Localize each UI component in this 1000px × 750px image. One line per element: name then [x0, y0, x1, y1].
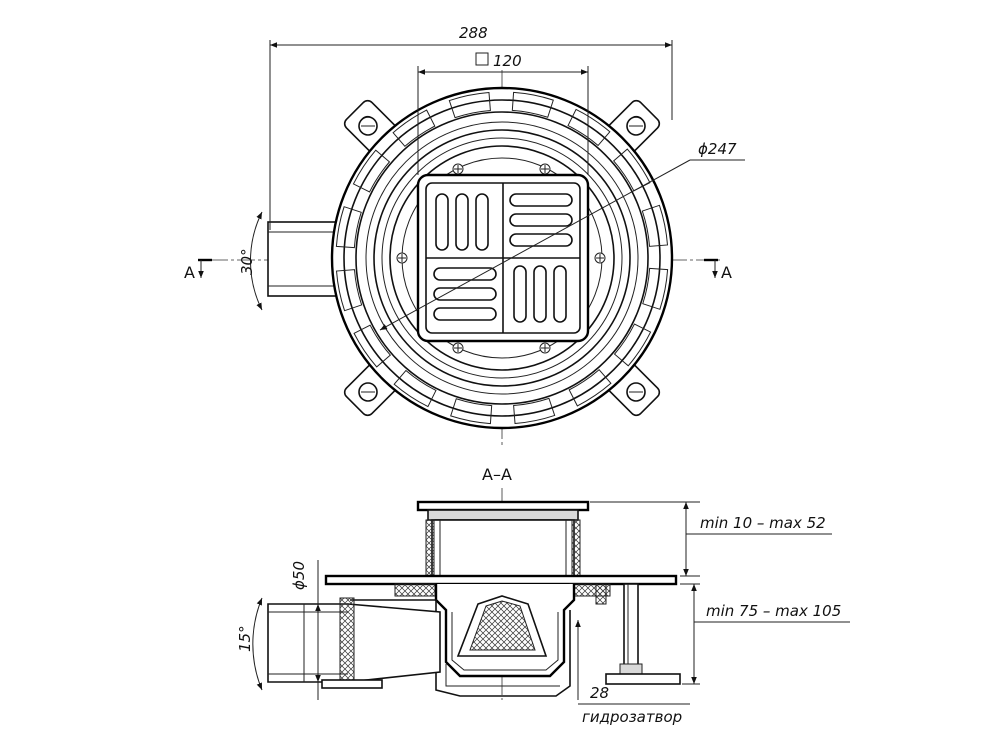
dim-body-height: min 75 – max 105: [680, 583, 850, 685]
dim-phi50-text: ϕ50: [290, 561, 308, 590]
extension-sleeve: [431, 519, 575, 581]
rib-segment: [335, 269, 363, 312]
section-view: min 10 – max 52 min 75 – max 105 ϕ50 15°…: [236, 488, 850, 726]
rib-segment: [393, 369, 437, 408]
dim-water-seal: 28 гидрозатвор: [575, 620, 690, 726]
dim-overall-width: 288: [269, 24, 673, 230]
dim-grate-height-text: min 10 – max 52: [700, 514, 826, 532]
rib-segment: [352, 149, 391, 193]
rib-segment: [642, 267, 669, 310]
dim-120-text: 120: [493, 52, 522, 70]
water-seal-label: гидрозатвор: [582, 708, 682, 726]
rib-segment: [568, 368, 612, 407]
rib-segment: [613, 323, 652, 367]
dim-outlet-diameter: ϕ50: [290, 560, 321, 700]
section-marks: A A: [184, 258, 732, 282]
rib-segment: [612, 148, 651, 192]
rib-segment: [448, 91, 491, 119]
flange-screws: [358, 116, 646, 402]
dim-diameter: ϕ247: [379, 140, 745, 331]
dim-outlet-slope: 15°: [236, 597, 263, 691]
dim-30-text: 30°: [238, 248, 256, 275]
outlet-pipe-section: [267, 597, 441, 689]
grate-section: [416, 500, 590, 512]
section-title: A–A: [482, 465, 512, 484]
grate: [416, 173, 590, 343]
dim-diameter-text: ϕ247: [698, 140, 737, 158]
rib-segment: [567, 108, 611, 147]
plan-view: 288 120 ϕ247 30° A A: [184, 24, 745, 445]
rib-segment: [335, 206, 362, 249]
dim-288-text: 288: [459, 24, 488, 42]
dim-grate-height: min 10 – max 52: [590, 501, 832, 577]
clamping-flange: [324, 574, 678, 586]
section-mark-right: A: [721, 263, 732, 282]
rib-segment: [450, 398, 493, 425]
rib-segment: [392, 109, 436, 148]
section-mark-left: A: [184, 263, 195, 282]
rib-segments: [335, 91, 669, 425]
outlet-pipe-plan: [267, 221, 339, 297]
dim-body-height-text: min 75 – max 105: [706, 602, 841, 620]
rib-segment: [511, 91, 554, 118]
left-foot: [321, 679, 383, 689]
leveling-leg: [595, 583, 681, 685]
dim-28-text: 28: [590, 684, 609, 702]
dim-15-text: 15°: [236, 625, 254, 652]
square-symbol-icon: [475, 52, 489, 66]
rib-segment: [641, 204, 669, 247]
dim-grate-size: 120: [417, 52, 589, 175]
dim-outlet-angle: 30°: [238, 211, 263, 311]
rib-segment: [353, 324, 392, 368]
rib-segment: [513, 397, 556, 425]
